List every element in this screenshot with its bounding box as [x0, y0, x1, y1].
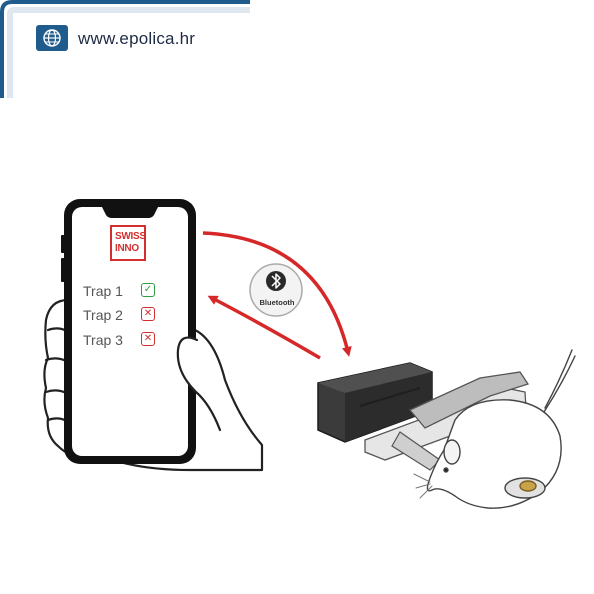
brand-line-2: INNO [115, 243, 139, 254]
trap-label: Trap 3 [83, 332, 123, 348]
globe-icon [36, 25, 68, 51]
trap-row-2[interactable]: Trap 2 ✕ [83, 307, 173, 325]
trap-row-3[interactable]: Trap 3 ✕ [83, 332, 173, 350]
website-url[interactable]: www.epolica.hr [78, 29, 196, 48]
thumb [176, 336, 222, 432]
cross-icon: ✕ [141, 307, 155, 321]
trap-label: Trap 1 [83, 283, 123, 299]
trap-row-1[interactable]: Trap 1 ✓ [83, 283, 173, 301]
rat [413, 349, 576, 509]
cross-icon: ✕ [141, 332, 155, 346]
bluetooth-label: Bluetooth [259, 298, 295, 307]
banner-frame [0, 0, 250, 98]
check-icon: ✓ [141, 283, 155, 297]
url-banner: www.epolica.hr [0, 0, 250, 98]
trap-label: Trap 2 [83, 307, 123, 323]
arrow-to-phone [207, 295, 321, 360]
arrow-to-trap [202, 231, 352, 357]
smartphone [61, 199, 196, 464]
brand-logo: SWISS INNO [110, 225, 146, 261]
brand-line-1: SWISS [115, 231, 146, 242]
bluetooth-icon [249, 263, 303, 317]
